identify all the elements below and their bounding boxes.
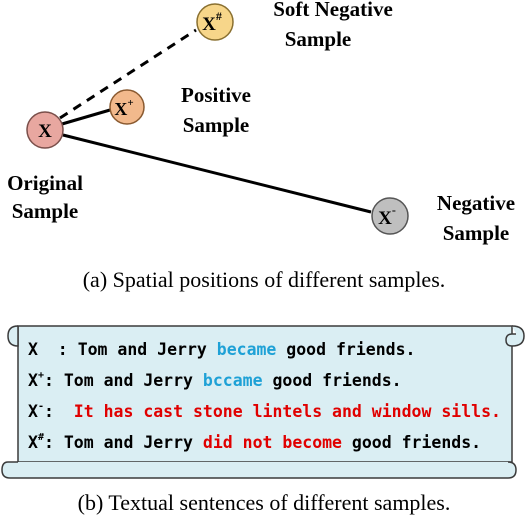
edge-original-positive [61,108,111,126]
soft-negative-node: X# [196,3,234,41]
edge-original-negative [62,133,372,214]
caption-a: (a) Spatial positions of different sampl… [83,267,446,292]
scroll-banner [1,325,525,479]
sentence-x-plus: X+: Tom and Jerry bccame good friends. [28,370,402,390]
soft-negative-label: Soft Negative [273,0,393,21]
sentence-x-hash: X#: Tom and Jerry did not become good fr… [28,432,481,452]
edge-original-soft-negative [59,28,197,120]
negative-label: Negative [437,191,515,215]
original-label-2: Sample [12,199,79,223]
svg-text:X+: X+ [114,97,133,119]
negative-node: X- [371,197,409,235]
soft-negative-label-2: Sample [285,27,352,51]
sentence-x-minus: X-: It has cast stone lintels and window… [28,401,501,421]
positive-label: Positive [181,83,251,107]
positive-node: X+ [109,89,145,125]
svg-text:X: X [38,121,52,142]
sentence-list: X : Tom and Jerry became good friends. X… [28,340,501,452]
negative-label-2: Sample [443,221,510,245]
original-label: Original [7,171,83,195]
positive-label-2: Sample [183,113,250,137]
svg-text:X#: X# [202,9,222,35]
original-node: X [26,111,64,149]
sentence-x: X : Tom and Jerry became good friends. [28,340,415,359]
caption-b: (b) Textual sentences of different sampl… [78,490,451,515]
svg-text:X-: X- [378,203,396,229]
